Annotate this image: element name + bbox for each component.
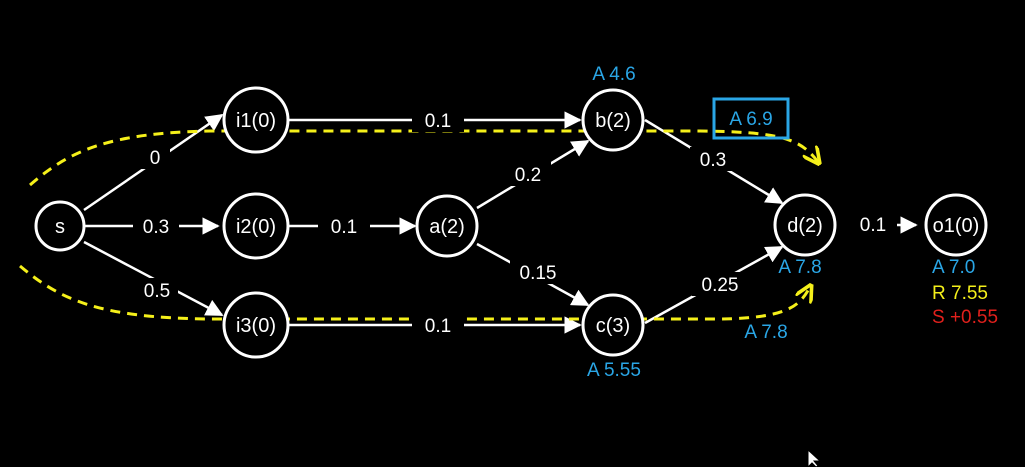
edge-label-i1-b: 0.1 bbox=[425, 111, 451, 132]
mouse-cursor-icon bbox=[807, 448, 822, 467]
node-a-label: a(2) bbox=[429, 216, 465, 238]
node-b-label: b(2) bbox=[595, 110, 631, 132]
annotation-box bbox=[712, 97, 790, 140]
edge-label-i3-c: 0.1 bbox=[425, 316, 451, 337]
annotation-o1-r: R 7.55 bbox=[932, 283, 988, 304]
annotation-o1-a: A 7.0 bbox=[932, 257, 975, 278]
node-i3: i3(0) bbox=[222, 291, 290, 359]
label-bg bbox=[692, 272, 748, 296]
edge-label-a-c: 0.15 bbox=[520, 263, 557, 284]
label-bg bbox=[690, 147, 736, 171]
label-bg bbox=[133, 214, 179, 238]
annotation-b: A 4.6 bbox=[592, 64, 635, 85]
edge-label-b-d: 0.3 bbox=[700, 150, 726, 171]
label-bg bbox=[136, 278, 178, 302]
annotation-o1-s: S +0.55 bbox=[932, 307, 998, 328]
label-bg bbox=[505, 162, 551, 186]
edge-label-c-d: 0.25 bbox=[702, 275, 739, 296]
node-o1: o1(0) bbox=[924, 193, 988, 257]
label-bg bbox=[140, 145, 170, 169]
node-d: d(2) bbox=[773, 193, 837, 257]
node-i3-label: i3(0) bbox=[236, 315, 276, 337]
node-s-label: s bbox=[55, 216, 65, 238]
edge-label-s-i3: 0.5 bbox=[144, 281, 170, 302]
critical-path-upper bbox=[29, 129, 818, 187]
node-i2-label: i2(0) bbox=[236, 216, 276, 238]
node-i2: i2(0) bbox=[222, 192, 290, 260]
node-d-label: d(2) bbox=[787, 215, 823, 237]
annotation-d-lower: A 7.8 bbox=[778, 257, 821, 278]
edge-label-s-i1: 0 bbox=[150, 148, 161, 169]
label-bg bbox=[318, 214, 370, 238]
edge-label-d-o1: 0.1 bbox=[860, 215, 886, 236]
annotation-d-bottom: A 7.8 bbox=[744, 322, 787, 343]
edge-label-s-i2: 0.3 bbox=[143, 217, 169, 238]
node-i1: i1(0) bbox=[222, 86, 290, 154]
node-a: a(2) bbox=[415, 194, 479, 258]
edge-label-a-b: 0.2 bbox=[515, 165, 541, 186]
annotation-c: A 5.55 bbox=[587, 360, 641, 381]
node-s: s bbox=[34, 200, 86, 252]
edge-label-i2-a: 0.1 bbox=[331, 217, 357, 238]
node-o1-label: o1(0) bbox=[933, 215, 980, 237]
node-c: c(3) bbox=[581, 293, 645, 357]
label-bg bbox=[853, 212, 897, 238]
node-c-label: c(3) bbox=[596, 315, 630, 337]
critical-path-lower bbox=[19, 264, 810, 321]
annotation-boxed: A 6.9 bbox=[729, 109, 772, 130]
label-bg bbox=[412, 313, 464, 337]
node-b: b(2) bbox=[581, 88, 645, 152]
label-bg bbox=[412, 108, 464, 132]
label-bg bbox=[510, 260, 566, 284]
node-i1-label: i1(0) bbox=[236, 110, 276, 132]
